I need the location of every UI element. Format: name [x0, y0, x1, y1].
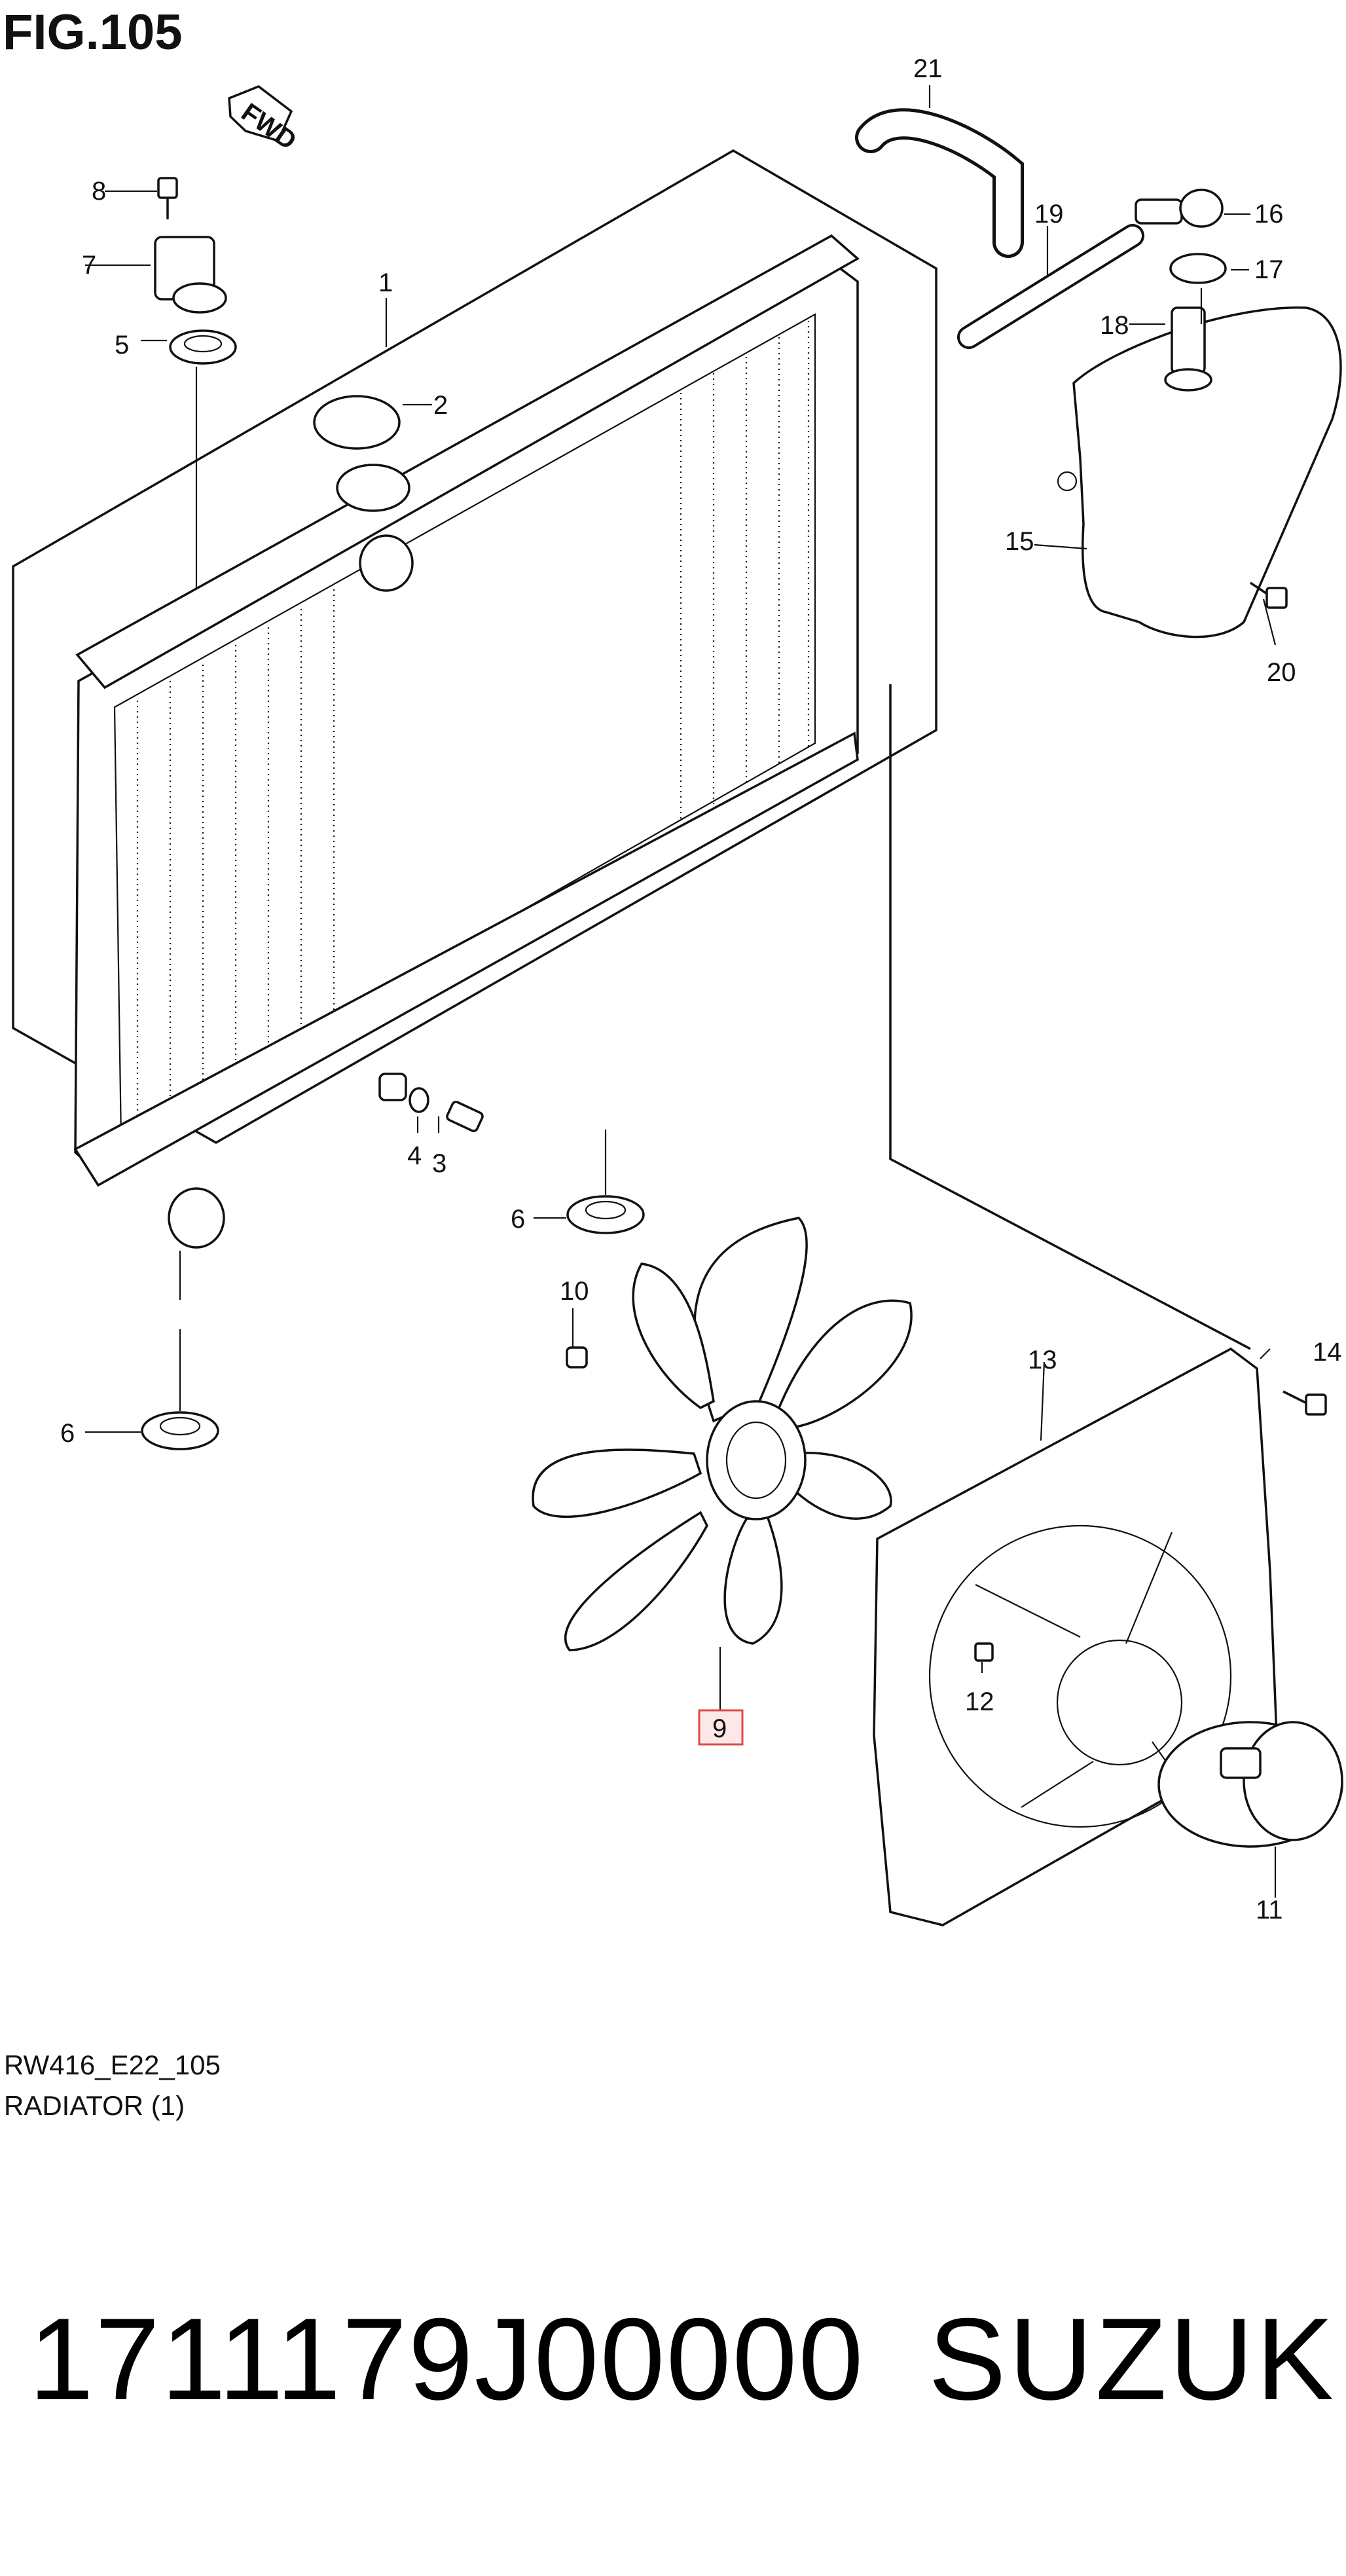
shroud-bolt [1282, 1390, 1327, 1416]
part-number: 1711179J00000 [29, 2294, 865, 2424]
callout-1: 1 [378, 268, 393, 297]
callout-6a: 6 [511, 1205, 525, 1234]
figure-caption: RADIATOR (1) [4, 2090, 185, 2121]
callout-13: 13 [1028, 1346, 1057, 1374]
callout-6b: 6 [60, 1419, 75, 1448]
fwd-arrow-icon: FWD [228, 85, 302, 156]
callout-20: 20 [1267, 658, 1296, 687]
callout-2: 2 [433, 391, 448, 420]
fan-motor [1157, 1721, 1343, 1848]
upper-bracket [154, 236, 227, 314]
radiator-exploded-diagram: FWD [12, 54, 1343, 1926]
callout-18: 18 [1100, 311, 1129, 340]
callout-14: 14 [1313, 1338, 1342, 1367]
callout-10: 10 [560, 1277, 589, 1306]
radiator-group-outline [12, 149, 937, 1145]
reservoir-cap [1135, 189, 1224, 228]
motor-bolt [974, 1642, 994, 1662]
callout-11: 11 [1256, 1896, 1283, 1924]
lower-cushion-a [566, 1195, 645, 1234]
drain-plug [446, 1101, 484, 1132]
radiator-cap [313, 395, 401, 450]
cap-seal [1169, 253, 1227, 284]
figure-title: FIG.105 [3, 5, 183, 60]
callout-8: 8 [92, 177, 106, 206]
callout-7: 7 [82, 251, 96, 280]
upper-cushion [169, 329, 237, 365]
callout-19: 19 [1034, 200, 1064, 229]
callout-17: 17 [1254, 255, 1284, 284]
figure-code: RW416_E22_105 [4, 2050, 221, 2080]
callout-16: 16 [1254, 200, 1284, 229]
callout-15: 15 [1005, 527, 1034, 556]
lower-cushion-b [141, 1411, 219, 1450]
callout-21: 21 [913, 54, 943, 83]
callout-9: 9 [712, 1714, 727, 1743]
reservoir-bolt [1250, 581, 1288, 609]
radiator-core [73, 234, 860, 1249]
callout-3: 3 [432, 1149, 446, 1178]
bolt [157, 177, 178, 219]
callout-5: 5 [115, 331, 129, 359]
brand-name: SUZUKI [928, 2294, 1346, 2424]
reservoir-tank [1057, 306, 1342, 638]
callout-12: 12 [965, 1687, 994, 1716]
callout-4: 4 [407, 1141, 422, 1170]
fan-nut [566, 1346, 588, 1369]
leader-lines [85, 85, 1277, 1898]
callout-9-highlight [698, 1709, 744, 1746]
fan-shroud-group-outline [889, 684, 1251, 1350]
cooling-fan [532, 1217, 913, 1651]
o-ring [409, 1087, 429, 1113]
